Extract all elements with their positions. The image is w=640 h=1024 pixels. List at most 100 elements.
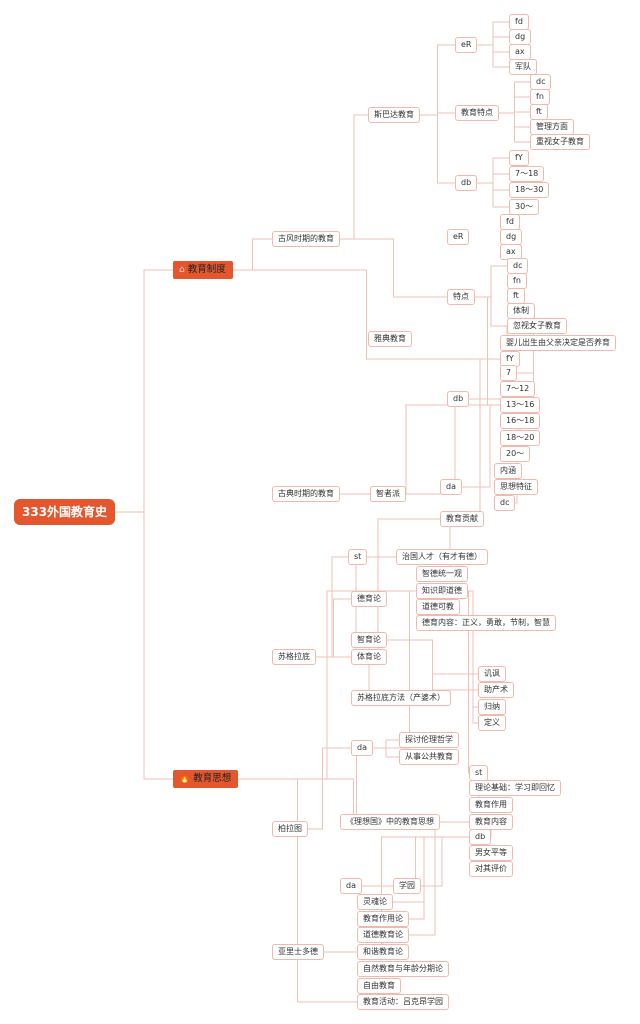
node-sparta-feature[interactable]: fn: [530, 89, 550, 105]
node-plato[interactable]: 柏拉图: [272, 821, 308, 837]
connector-line: [477, 173, 509, 184]
connector-line: [233, 269, 500, 360]
node-classical-education[interactable]: 古典时期的教育: [272, 486, 340, 502]
node-plato-republic[interactable]: 《理想国》中的教育思想: [340, 814, 440, 830]
node-socrates-da-item[interactable]: 从事公共教育: [399, 749, 459, 765]
node-sophists-contribution[interactable]: 教育贡献: [440, 511, 484, 527]
node-aristotle-item[interactable]: 和谐教育论: [357, 944, 409, 960]
node-sparta-features[interactable]: 教育特点: [455, 105, 499, 121]
node-socrates-method[interactable]: 苏格拉底方法（产婆术）: [351, 690, 451, 706]
node-socrates-method-item[interactable]: 归纳: [478, 699, 506, 715]
node-athens-er[interactable]: eR: [447, 229, 470, 245]
node-socrates[interactable]: 苏格拉底: [272, 649, 316, 665]
node-athens-features[interactable]: 特点: [447, 289, 475, 305]
node-socrates-da-item[interactable]: 探讨伦理哲学: [399, 732, 459, 748]
node-sparta-er-item[interactable]: 军队: [509, 59, 537, 75]
node-sparta-er-item[interactable]: ax: [509, 44, 531, 60]
node-athens-db-item[interactable]: 18～20: [500, 430, 541, 446]
node-athens-db-item[interactable]: 7: [500, 365, 518, 381]
node-socrates-intellect[interactable]: 智育论: [351, 632, 387, 648]
node-athens-er-item[interactable]: dg: [500, 229, 523, 245]
connector-line: [477, 44, 509, 68]
node-aristotle-item[interactable]: 自然教育与年龄分期论: [357, 961, 449, 977]
node-plato-republic-item[interactable]: 理论基础：学习即回忆: [469, 780, 561, 796]
node-sparta-db-item[interactable]: 30～: [509, 199, 540, 215]
node-athens[interactable]: 雅典教育: [368, 331, 412, 347]
node-sparta-db-item[interactable]: fY: [509, 150, 529, 166]
node-plato-republic-item[interactable]: 对其评价: [469, 861, 513, 877]
node-archaic-education[interactable]: 古风时期的教育: [272, 231, 340, 247]
node-socrates-physical[interactable]: 体育论: [351, 649, 387, 665]
connector-line: [477, 36, 509, 46]
node-sophists-da-item[interactable]: 思想特征: [494, 479, 538, 495]
connector-line: [340, 238, 447, 298]
connector-line: [340, 114, 368, 240]
node-athens-db-item[interactable]: 婴儿出生由父亲决定是否养育: [500, 335, 616, 351]
node-sparta-er-item[interactable]: fd: [509, 14, 529, 30]
node-aristotle-item[interactable]: 自由教育: [357, 978, 401, 994]
node-socrates-method-item[interactable]: 助产术: [478, 682, 514, 698]
node-aristotle-item[interactable]: 教育活动：吕克昂学园: [357, 994, 449, 1010]
connector-line: [115, 269, 173, 513]
node-plato-republic-item[interactable]: 男女平等: [469, 845, 513, 861]
node-socrates-method-item[interactable]: 讥讽: [478, 666, 506, 682]
node-aristotle-item[interactable]: 灵魂论: [357, 894, 393, 910]
node-athens-er-item[interactable]: fd: [500, 214, 520, 230]
connector-line: [340, 747, 373, 823]
node-socrates-moral[interactable]: 德育论: [351, 591, 387, 607]
connector-line: [475, 265, 507, 298]
node-sparta-feature[interactable]: 管理方面: [530, 119, 574, 135]
node-socrates-moral-item[interactable]: 德育内容：正义，勇敢，节制，智慧: [416, 615, 556, 631]
node-sophists[interactable]: 智者派: [370, 486, 406, 502]
node-sparta-db[interactable]: db: [455, 175, 478, 191]
node-aristotle-item[interactable]: 道德教育论: [357, 927, 409, 943]
connector-line: [420, 114, 455, 184]
node-socrates-st-item[interactable]: 治国人才（有才有德）: [396, 549, 488, 565]
node-sparta-db-item[interactable]: 18～30: [509, 182, 550, 198]
node-athens-feature[interactable]: ft: [507, 288, 525, 304]
node-athens-db-item[interactable]: 7～12: [500, 381, 536, 397]
connector-line: [387, 639, 478, 691]
root-node[interactable]: 333外国教育史: [14, 499, 116, 525]
node-plato-republic-item[interactable]: 教育内容: [469, 814, 513, 830]
connector-line: [316, 556, 396, 658]
node-socrates-moral-item[interactable]: 道德可教: [416, 599, 460, 615]
node-plato-republic-item[interactable]: db: [469, 829, 492, 845]
node-sparta-feature[interactable]: ft: [530, 104, 548, 120]
node-socrates-st[interactable]: st: [348, 549, 368, 565]
node-socrates-moral-item[interactable]: 知识即道德: [416, 583, 468, 599]
node-sophists-da-item[interactable]: 内涵: [494, 463, 522, 479]
node-sparta-er-item[interactable]: dg: [509, 29, 532, 45]
node-sparta-db-item[interactable]: 7～18: [509, 166, 545, 182]
node-socrates-da[interactable]: da: [351, 740, 373, 756]
node-plato-da-item[interactable]: 学园: [393, 878, 421, 894]
node-socrates-method-item[interactable]: 定义: [478, 715, 506, 731]
node-athens-feature[interactable]: 体制: [507, 303, 535, 319]
category-education-system[interactable]: ⌂教育制度: [173, 261, 233, 279]
node-sparta-er[interactable]: eR: [455, 37, 478, 53]
node-athens-feature[interactable]: dc: [507, 258, 529, 274]
node-athens-db-item[interactable]: 16～18: [500, 413, 541, 429]
connector-line: [477, 182, 509, 208]
connector-line: [499, 112, 530, 143]
node-sparta-feature[interactable]: dc: [530, 74, 552, 90]
node-aristotle-item[interactable]: 教育作用论: [357, 911, 409, 927]
node-socrates-moral-item[interactable]: 智德统一观: [416, 566, 468, 582]
node-sparta[interactable]: 斯巴达教育: [368, 107, 420, 123]
node-plato-republic-item[interactable]: st: [469, 765, 489, 781]
category-education-thought[interactable]: 🔥教育思想: [173, 770, 239, 788]
connector-line: [238, 778, 357, 1003]
connector-line: [373, 747, 399, 758]
node-plato-da[interactable]: da: [340, 878, 362, 894]
node-sophists-da[interactable]: da: [440, 479, 462, 495]
node-athens-db-item[interactable]: 20～: [500, 446, 531, 462]
node-athens-db[interactable]: db: [447, 391, 470, 407]
node-aristotle[interactable]: 亚里士多德: [272, 944, 324, 960]
node-athens-db-item[interactable]: 13～16: [500, 397, 541, 413]
connector-line: [316, 598, 351, 658]
node-athens-feature[interactable]: fn: [507, 273, 527, 289]
node-sparta-feature[interactable]: 重视女子教育: [530, 134, 590, 150]
node-plato-republic-item[interactable]: 教育作用: [469, 797, 513, 813]
node-athens-feature[interactable]: 忽视女子教育: [507, 318, 567, 334]
node-sophists-da-item[interactable]: dc: [494, 495, 516, 511]
